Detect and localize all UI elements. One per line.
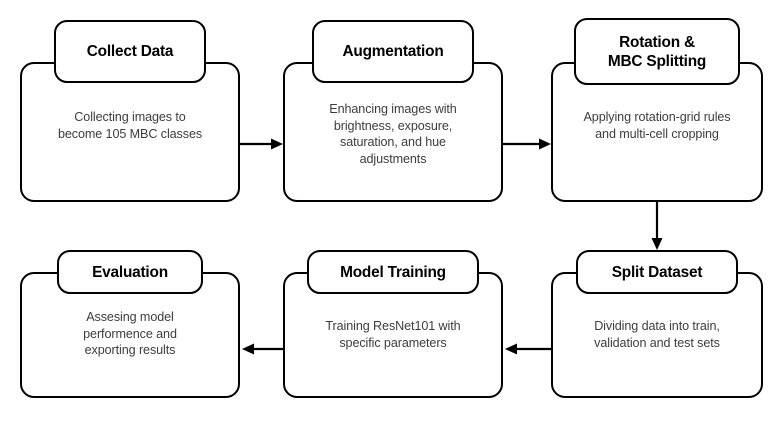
node-title: Split Dataset [576,250,738,294]
connector-split-dataset-to-model-training [503,338,553,360]
flow-node-collect-data[interactable]: Collecting images to become 105 MBC clas… [20,20,240,202]
node-description: Collecting images to become 105 MBC clas… [57,110,203,141]
flow-node-augmentation[interactable]: Enhancing images with brightness, exposu… [283,20,503,202]
flow-node-rotation-mbc-splitting[interactable]: Applying rotation-grid rules and multi-c… [551,18,763,202]
node-description: Assesing model performence and exporting… [83,310,177,357]
node-body [283,62,503,202]
connector-rotation-to-split-dataset [646,202,668,252]
arrowhead-down [651,238,663,250]
arrowhead-right [539,138,551,150]
arrowhead-left [505,343,517,355]
node-title: Collect Data [54,20,206,83]
arrowhead-right [271,138,283,150]
node-title: Evaluation [57,250,203,294]
node-body [551,62,763,202]
connector-model-training-to-evaluation [240,338,285,360]
node-description: Training ResNet101 with specific paramet… [325,319,461,350]
node-description: Applying rotation-grid rules and multi-c… [583,110,731,141]
node-title: Augmentation [312,20,474,83]
connector-collect-data-to-augmentation [240,133,285,155]
node-description: Dividing data into train, validation and… [594,319,720,350]
arrowhead-left [242,343,254,355]
flow-node-model-training[interactable]: Training ResNet101 with specific paramet… [283,250,503,398]
node-description: Enhancing images with brightness, exposu… [329,102,457,166]
connector-augmentation-to-rotation [503,133,553,155]
node-title: Rotation & MBC Splitting [574,18,740,85]
flow-node-split-dataset[interactable]: Dividing data into train, validation and… [551,250,763,398]
flow-node-evaluation[interactable]: Assesing model performence and exporting… [20,250,240,398]
node-title: Model Training [307,250,479,294]
